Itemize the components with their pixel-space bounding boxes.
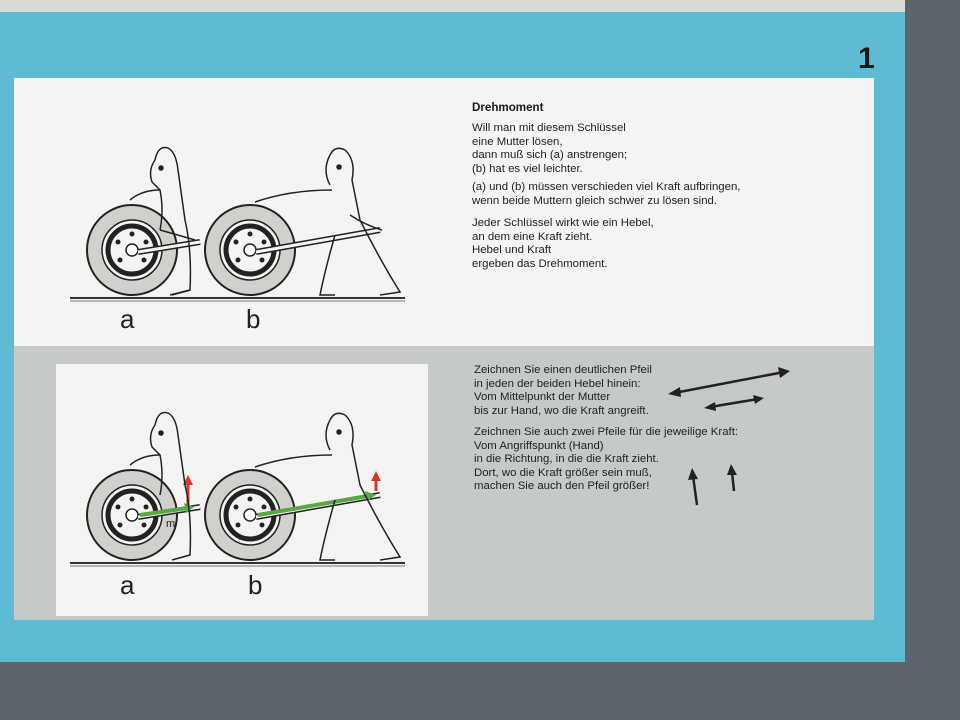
label-b-top: b [246, 304, 261, 334]
example-arrows [668, 367, 790, 506]
force-paragraph: (a) und (b) müssen verschieden viel Kraf… [472, 181, 741, 207]
page-number: 1 [858, 42, 875, 75]
lever-instruction-paragraph: Zeichnen Sie einen deutlichen Pfeil in j… [474, 364, 652, 417]
wheel-wrench-illustration-top [70, 146, 405, 302]
figure-a-exercise [129, 411, 192, 561]
lever-paragraph: Jeder Schlüssel wirkt wie ein Hebel, an … [472, 217, 654, 270]
label-b-bottom: b [248, 570, 263, 600]
wheel-wrench-illustration-bottom: m [70, 411, 405, 567]
lever-arrow-a [139, 506, 189, 517]
lever-arrow-b [257, 494, 369, 517]
label-a-top: a [120, 304, 135, 334]
wheel-b-exercise [204, 469, 296, 561]
page-edge-strip [0, 0, 905, 14]
intro-paragraph: Will man mit diesem Schlüssel eine Mutte… [472, 122, 628, 175]
wheel-b [204, 204, 296, 296]
figure-b-exercise [254, 412, 402, 561]
figure-b [254, 147, 402, 296]
marker-m: m [166, 518, 175, 530]
section-heading: Drehmoment [472, 101, 544, 114]
figure-a [129, 146, 196, 296]
force-instruction-paragraph: Zeichnen Sie auch zwei Pfeile für die je… [474, 426, 739, 492]
wheel-a-exercise [86, 469, 178, 561]
label-a-bottom: a [120, 570, 135, 600]
wheel-a [86, 204, 178, 296]
